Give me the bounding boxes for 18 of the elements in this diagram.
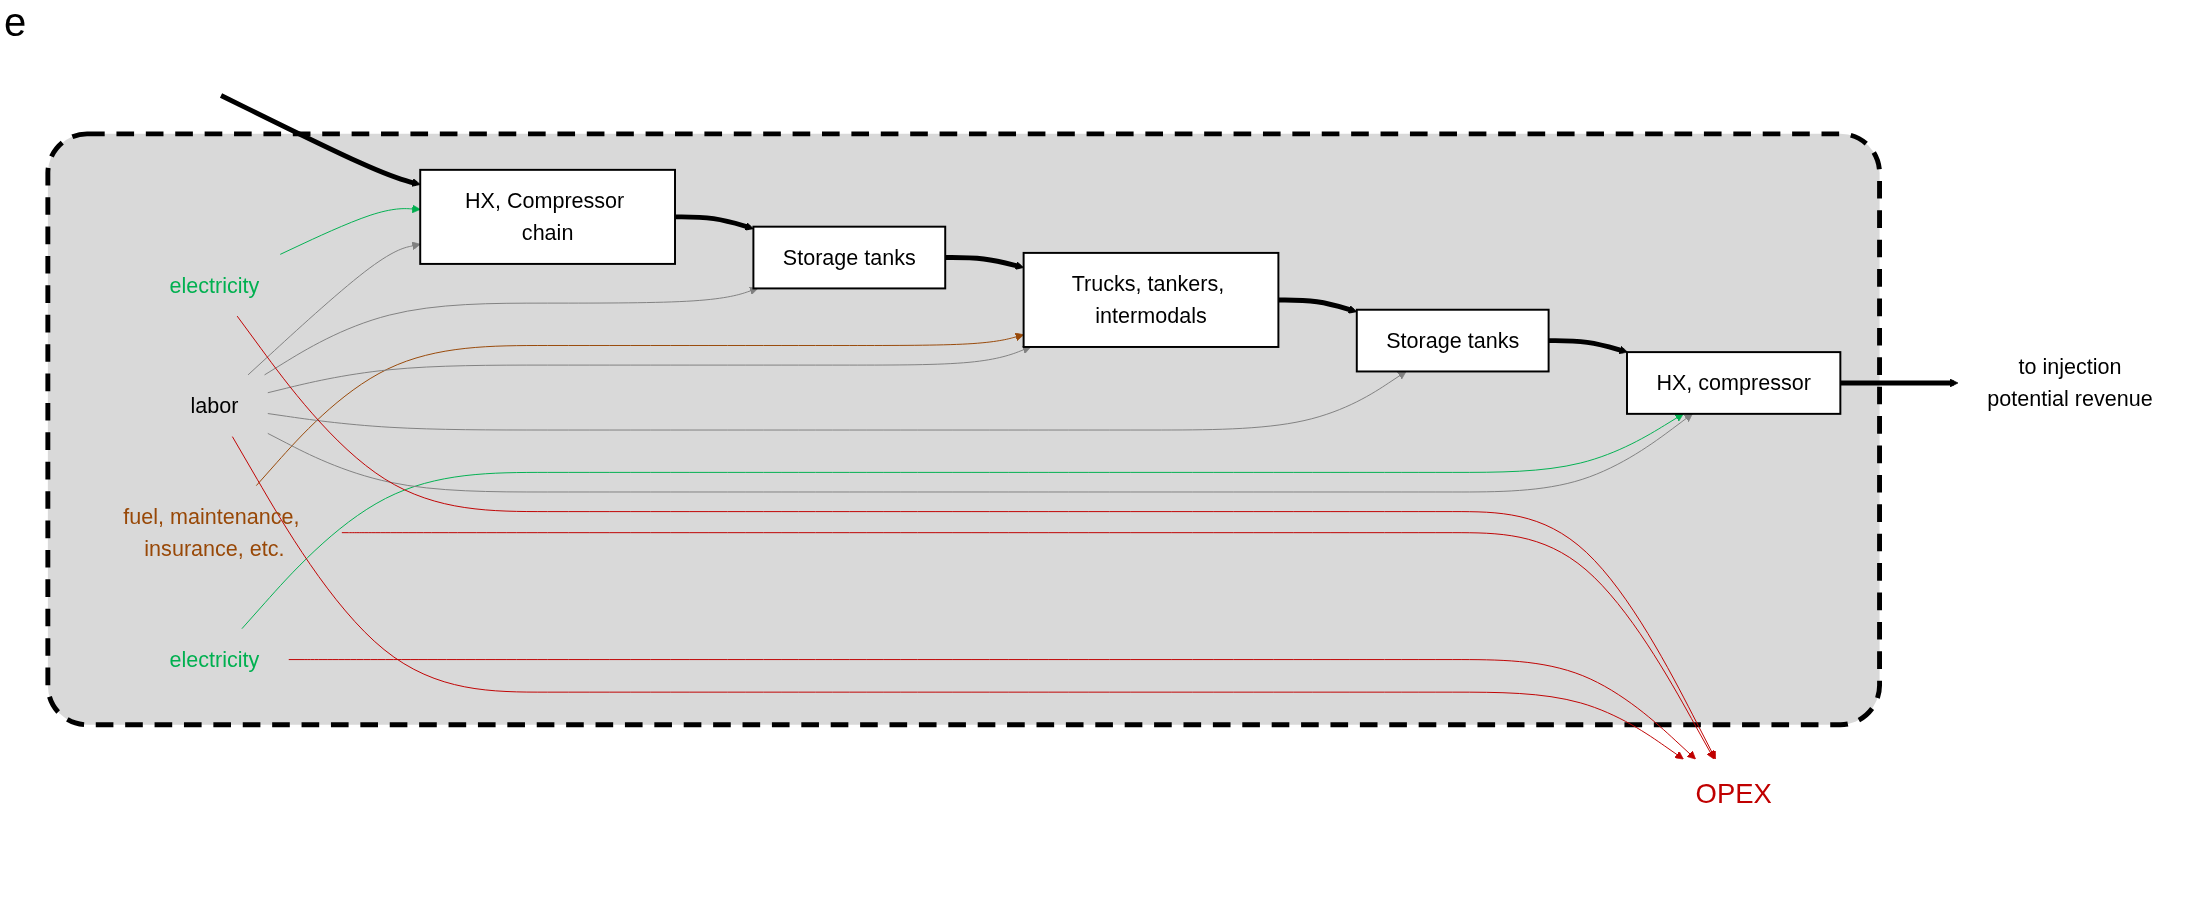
node-box: Storage tanks (1355, 309, 1550, 373)
node-box: Trucks, tankers, intermodals (1022, 252, 1280, 349)
arrow (1548, 338, 1628, 355)
arrow (675, 214, 754, 231)
node-text: OPEX (1695, 778, 1772, 810)
note-text: e (4, 0, 27, 45)
cluster (45, 131, 1882, 728)
node-text: electricity (169, 273, 260, 298)
node-box: Storage tanks (752, 226, 947, 290)
arrow (1278, 297, 1358, 314)
node-box: HX, compressor (1626, 351, 1842, 416)
arrow (945, 255, 1024, 271)
arrow (1840, 378, 1959, 388)
node-text: to injection potential revenue (1987, 354, 2153, 412)
node-box: HX, Compressor chain (419, 169, 676, 266)
arrow (219, 93, 421, 187)
node-text: labor (190, 393, 239, 419)
node-text: electricity (169, 647, 260, 673)
